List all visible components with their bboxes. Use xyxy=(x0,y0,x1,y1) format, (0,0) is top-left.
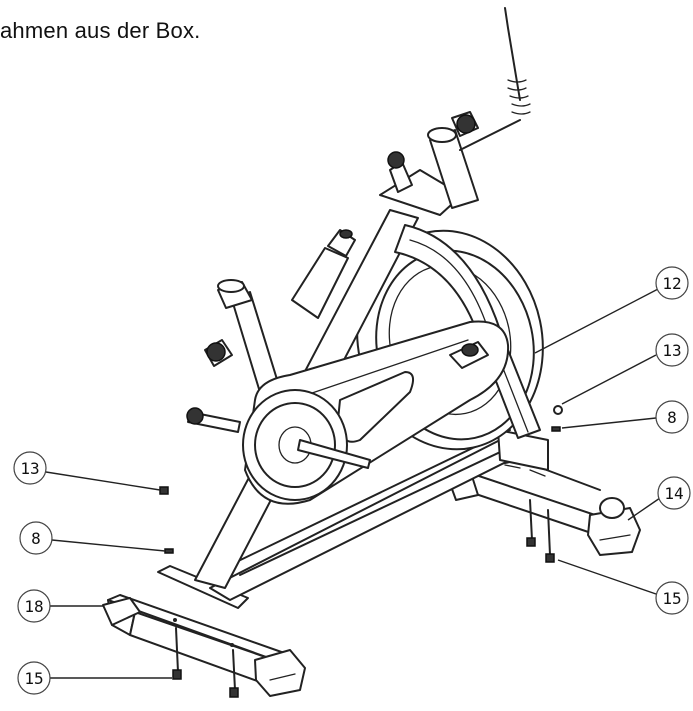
rear-bolts xyxy=(526,405,563,563)
callout-label: 8 xyxy=(31,529,41,548)
front-stabilizer xyxy=(102,594,306,697)
callout-14: 14 xyxy=(627,476,691,521)
water-bottle xyxy=(291,229,356,319)
callout-label: 13 xyxy=(20,459,39,478)
base-frame xyxy=(157,429,549,609)
callout-13-left: 13 xyxy=(13,451,161,491)
callout-label: 18 xyxy=(24,597,43,616)
instruction-text: ahmen aus der Box. xyxy=(0,18,201,43)
callout-18: 18 xyxy=(17,589,104,623)
callout-8-left: 8 xyxy=(19,521,166,555)
callout-label: 15 xyxy=(24,669,43,688)
callout-label: 14 xyxy=(664,484,683,503)
crank-assembly xyxy=(186,389,371,501)
callout-label: 8 xyxy=(667,408,677,427)
callout-label: 13 xyxy=(662,341,681,360)
callout-label: 12 xyxy=(662,274,681,293)
callout-12: 12 xyxy=(534,266,689,354)
front-bolts xyxy=(159,486,239,698)
callout-13-right: 13 xyxy=(561,333,689,405)
handlebar-post xyxy=(379,7,531,216)
callout-15-left: 15 xyxy=(17,661,172,695)
callout-8-right: 8 xyxy=(561,400,689,434)
callout-15-right: 15 xyxy=(557,559,689,615)
callout-label: 15 xyxy=(662,589,681,608)
rear-stabilizer xyxy=(447,459,641,556)
